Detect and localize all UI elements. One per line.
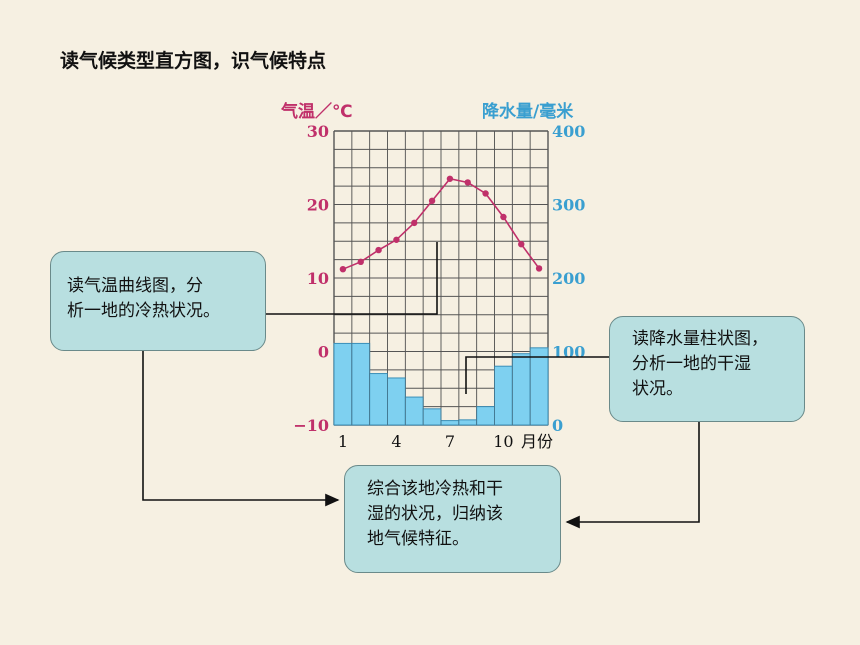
summary-note-line-3: 地气候特征。 [367, 529, 469, 549]
temperature-point [375, 246, 382, 254]
temperature-point [535, 265, 543, 272]
temperature-point [357, 258, 364, 266]
temp-tick-label: −10 [293, 416, 329, 435]
precip-tick-label: 100 [552, 343, 585, 362]
precip-axis-title: 降水量/毫米 [482, 101, 574, 122]
summary-note-line-1: 综合该地冷热和干 [367, 479, 503, 499]
precip-bar [333, 342, 353, 426]
temperature-point [500, 213, 507, 221]
temp-connector-line [256, 242, 438, 315]
temperature-point [411, 219, 418, 227]
temperature-point [482, 190, 489, 197]
month-tick-label: 10 [493, 432, 513, 451]
precipitation-note-box: 读降水量柱状图， 分析一地的干湿 状况。 [609, 316, 805, 422]
summary-note-line-2: 湿的状况，归纳该 [367, 504, 503, 524]
temp-axis-title: 气温／℃ [280, 101, 353, 122]
precip-tick-label: 300 [552, 196, 585, 215]
temperature-point [393, 236, 400, 243]
temperature-curve [339, 175, 543, 273]
precip-note-line-3: 状况。 [632, 379, 683, 399]
summary-note-box: 综合该地冷热和干 湿的状况，归纳该 地气候特征。 [344, 465, 561, 573]
precip-connector-line [465, 356, 609, 394]
precip-bar [369, 373, 388, 426]
precip-bar [440, 420, 460, 426]
temp-tick-label: 20 [307, 196, 329, 215]
precip-bar [494, 365, 513, 426]
temperature-point [446, 175, 454, 182]
precip-tick-label: 400 [552, 122, 585, 141]
page-title: 读气候类型直方图，识气候特点 [60, 50, 327, 72]
temperature-point [518, 240, 525, 248]
temp-tick-label: 0 [318, 343, 329, 362]
precip-bar [458, 419, 478, 426]
precip-to-summary-arrow [565, 422, 700, 529]
precip-bar [387, 377, 406, 426]
precip-bar [529, 347, 549, 426]
temperature-note-box: 读气温曲线图，分 析一地的冷热状况。 [50, 251, 266, 351]
precip-bar [422, 408, 442, 426]
precip-bar [511, 353, 531, 426]
month-tick-label: 7 [445, 432, 455, 451]
temp-to-summary-arrow [142, 351, 340, 507]
temperature-point [339, 265, 347, 273]
temp-tick-label: 30 [307, 122, 329, 141]
x-axis-title: 月份 [521, 432, 553, 451]
temp-note-line-1: 读气温曲线图，分 [67, 276, 203, 296]
temp-tick-label: 10 [307, 269, 329, 288]
precipitation-bars [333, 342, 549, 426]
precip-note-line-2: 分析一地的干湿 [632, 354, 751, 374]
temp-note-line-2: 析一地的冷热状况。 [67, 301, 220, 321]
precip-tick-label: 200 [552, 269, 585, 288]
month-tick-label: 1 [338, 432, 348, 451]
connector-lines [142, 242, 700, 529]
precip-bar [351, 342, 371, 426]
precip-bar [404, 396, 424, 426]
temperature-point [428, 197, 436, 205]
temperature-line [342, 177, 540, 270]
precip-tick-label: 0 [552, 416, 563, 435]
temperature-point [464, 179, 471, 186]
precip-bar [476, 406, 495, 426]
precip-note-line-1: 读降水量柱状图， [632, 329, 768, 349]
month-tick-label: 4 [391, 432, 401, 451]
